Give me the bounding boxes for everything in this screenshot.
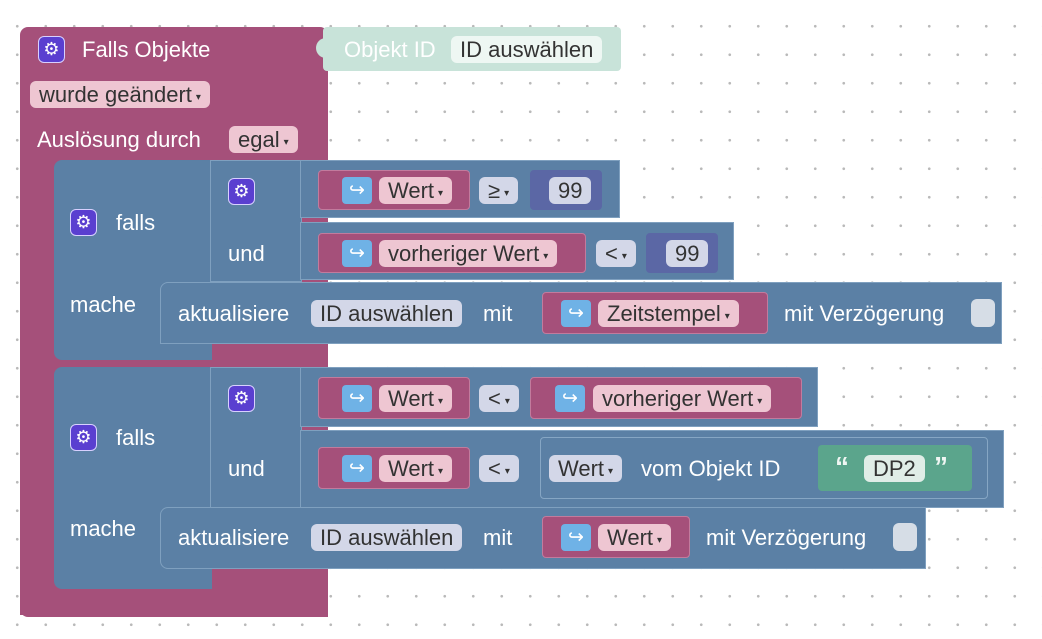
dropdown-arrow-icon: ▾ bbox=[757, 396, 763, 407]
dropdown-arrow-icon: ▾ bbox=[608, 466, 614, 477]
trigger-block-bottom-cover bbox=[20, 600, 328, 615]
dropdown-arrow-icon: ▾ bbox=[283, 137, 289, 148]
action-value: Wert bbox=[607, 525, 654, 550]
if1-falls-label: falls bbox=[116, 210, 156, 235]
trigger-value: egal bbox=[238, 127, 280, 152]
if2-mache-label: mache bbox=[70, 516, 137, 541]
trigger-label: Auslösung durch bbox=[37, 127, 201, 152]
arrow-icon: ↪ bbox=[561, 300, 591, 327]
delay-checkbox[interactable] bbox=[971, 299, 995, 327]
attribute-value: Wert bbox=[558, 456, 605, 481]
object-id-connector bbox=[316, 38, 328, 58]
cond-left-value: Wert bbox=[388, 178, 435, 203]
and1-gear-icon[interactable]: ⚙ bbox=[228, 178, 255, 205]
dropdown-arrow-icon: ▾ bbox=[504, 466, 510, 477]
dropdown-arrow-icon: ▾ bbox=[657, 535, 663, 546]
trigger-dropdown[interactable]: egal▾ bbox=[229, 126, 298, 153]
and-block-2[interactable] bbox=[210, 367, 302, 509]
arrow-icon: ↪ bbox=[561, 524, 591, 551]
delay-checkbox[interactable] bbox=[893, 523, 917, 551]
arrow-icon: ↪ bbox=[555, 385, 585, 412]
object-id-label: Objekt ID bbox=[344, 37, 436, 62]
dropdown-arrow-icon: ▾ bbox=[195, 92, 201, 103]
if2-falls-label: falls bbox=[116, 425, 156, 450]
value-dropdown[interactable]: vorheriger Wert▾ bbox=[593, 385, 772, 412]
operator-value: < bbox=[488, 456, 501, 481]
change-mode-value: wurde geändert bbox=[39, 82, 192, 107]
trigger-gear-icon[interactable]: ⚙ bbox=[38, 36, 65, 63]
dropdown-arrow-icon: ▾ bbox=[438, 188, 444, 199]
update-with-label: mit bbox=[483, 525, 513, 550]
and1-und-label: und bbox=[228, 241, 265, 266]
and2-und-label: und bbox=[228, 456, 265, 481]
number-field[interactable]: 99 bbox=[549, 177, 592, 204]
dropdown-arrow-icon: ▾ bbox=[621, 251, 627, 262]
operator-dropdown[interactable]: <▾ bbox=[479, 455, 519, 482]
object-id-value-field[interactable]: ID auswählen bbox=[451, 36, 603, 63]
arrow-icon: ↪ bbox=[342, 385, 372, 412]
delay-label: mit Verzögerung bbox=[706, 525, 867, 550]
operator-value: ≥ bbox=[488, 178, 501, 203]
and2-gear-icon[interactable]: ⚙ bbox=[228, 385, 255, 412]
update-target-field[interactable]: ID auswählen bbox=[311, 300, 463, 327]
wert-dropdown[interactable]: vorheriger Wert▾ bbox=[379, 240, 558, 267]
dropdown-arrow-icon: ▾ bbox=[504, 396, 510, 407]
dropdown-arrow-icon: ▾ bbox=[438, 466, 444, 477]
value-dropdown[interactable]: Zeitstempel▾ bbox=[598, 300, 739, 327]
quote-open-icon: “ bbox=[835, 451, 849, 482]
operator-value: < bbox=[488, 386, 501, 411]
attribute-dropdown[interactable]: Wert▾ bbox=[549, 455, 623, 482]
cond-left-value: vorheriger Wert bbox=[388, 241, 540, 266]
arrow-icon: ↪ bbox=[342, 177, 372, 204]
dropdown-arrow-icon: ▾ bbox=[724, 311, 730, 322]
arrow-icon: ↪ bbox=[342, 240, 372, 267]
number-field[interactable]: 99 bbox=[666, 240, 709, 267]
update-verb: aktualisiere bbox=[178, 525, 290, 550]
quote-close-icon: ” bbox=[934, 451, 948, 482]
change-mode-dropdown[interactable]: wurde geändert▾ bbox=[30, 81, 210, 108]
update-verb: aktualisiere bbox=[178, 301, 290, 326]
operator-dropdown[interactable]: ≥▾ bbox=[479, 177, 519, 204]
dropdown-arrow-icon: ▾ bbox=[504, 188, 510, 199]
operator-dropdown[interactable]: <▾ bbox=[479, 385, 519, 412]
wert-dropdown[interactable]: Wert▾ bbox=[379, 455, 453, 482]
cond-right-value: vorheriger Wert bbox=[602, 386, 754, 411]
operator-dropdown[interactable]: <▾ bbox=[596, 240, 636, 267]
trigger-title: Falls Objekte bbox=[82, 37, 211, 62]
wert-dropdown[interactable]: Wert▾ bbox=[379, 177, 453, 204]
if1-mache-label: mache bbox=[70, 292, 137, 317]
update-target-field[interactable]: ID auswählen bbox=[311, 524, 463, 551]
cond-left-value: Wert bbox=[388, 386, 435, 411]
arrow-icon: ↪ bbox=[342, 455, 372, 482]
action-value: Zeitstempel bbox=[607, 301, 721, 326]
text-field[interactable]: DP2 bbox=[864, 455, 925, 482]
value-dropdown[interactable]: Wert▾ bbox=[598, 524, 672, 551]
delay-label: mit Verzögerung bbox=[784, 301, 945, 326]
operator-value: < bbox=[605, 241, 618, 266]
dropdown-arrow-icon: ▾ bbox=[438, 396, 444, 407]
if1-gear-icon[interactable]: ⚙ bbox=[70, 209, 97, 236]
update-with-label: mit bbox=[483, 301, 513, 326]
if2-gear-icon[interactable]: ⚙ bbox=[70, 424, 97, 451]
dropdown-arrow-icon: ▾ bbox=[543, 251, 549, 262]
cond-left-value: Wert bbox=[388, 456, 435, 481]
wert-dropdown[interactable]: Wert▾ bbox=[379, 385, 453, 412]
and-block-1[interactable] bbox=[210, 160, 302, 282]
from-object-label: vom Objekt ID bbox=[641, 456, 781, 481]
